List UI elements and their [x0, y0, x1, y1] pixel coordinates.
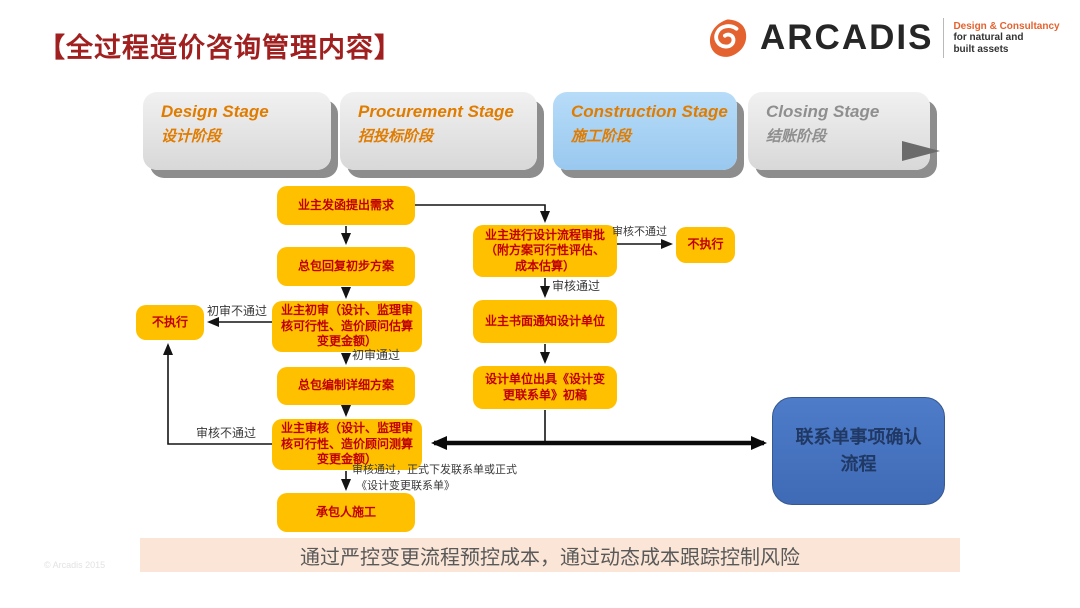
stage-procurement-zh: 招投标阶段	[358, 128, 434, 145]
flow-node-owner-preliminary-review: 业主初审（设计、监理审核可行性、造价顾问估算变更金额）	[272, 301, 422, 352]
stage-closing-en: Closing Stage	[766, 102, 880, 121]
edge-label-review-fail-right: 审核不通过	[612, 226, 667, 238]
stage-closing-zh: 结账阶段	[766, 128, 827, 145]
page-title: 【全过程造价咨询管理内容】	[38, 33, 402, 64]
stage-design-en: Design Stage	[161, 102, 269, 121]
edge-label-review-pass-issue-line2: 《设计变更联系单》	[356, 480, 455, 492]
flow-node-designer-draft: 设计单位出具《设计变更联系单》初稿	[473, 366, 617, 409]
stage-procurement-en: Procurement Stage	[358, 102, 514, 121]
flow-node-not-execute-left: 不执行	[136, 305, 204, 340]
stage-banner-construction: Construction Stage 施工阶段	[553, 92, 737, 170]
footer-banner: 通过严控变更流程预控成本，通过动态成本跟踪控制风险	[140, 538, 960, 572]
edge-label-preliminary-fail: 初审不通过	[207, 304, 268, 318]
flow-node-owner-notify-designer: 业主书面通知设计单位	[473, 300, 617, 343]
flow-node-not-execute-right: 不执行	[676, 227, 735, 263]
stage-design-zh: 设计阶段	[161, 128, 222, 145]
flow-node-owner-design-approval: 业主进行设计流程审批（附方案可行性评估、成本估算）	[473, 225, 617, 277]
flow-node-owner-request: 业主发函提出需求	[277, 186, 415, 225]
copyright-watermark: © Arcadis 2015	[44, 560, 106, 570]
edge-label-review-pass-right: 审核通过	[552, 279, 601, 293]
stage-banner-design: Design Stage 设计阶段	[143, 92, 331, 170]
stage-construction-en: Construction Stage	[571, 102, 728, 121]
arcadis-logo: ARCADIS Design & Consultancy for natural…	[706, 18, 1060, 58]
edge-label-review-fail-left: 审核不通过	[196, 426, 257, 440]
edge-label-preliminary-pass: 初审通过	[352, 348, 401, 362]
arcadis-brand-text: ARCADIS	[760, 18, 934, 57]
logo-tagline-line1: Design & Consultancy	[953, 20, 1060, 32]
stage-construction-zh: 施工阶段	[571, 128, 632, 145]
edge-label-review-pass-issue-line1: 审核通过，正式下发联系单或正式	[352, 464, 517, 476]
logo-tagline: Design & Consultancy for natural and bui…	[953, 21, 1059, 56]
logo-divider	[943, 18, 945, 58]
flow-node-owner-review: 业主审核（设计、监理审核可行性、造价顾问测算变更金额）	[272, 419, 422, 470]
edge-label-review-pass-issue: 审核通过，正式下发联系单或正式 《设计变更联系单》	[352, 461, 517, 493]
flow-node-gc-preliminary-reply: 总包回复初步方案	[277, 247, 415, 286]
arcadis-flame-icon	[709, 19, 747, 57]
flow-node-gc-detailed-plan: 总包编制详细方案	[277, 367, 415, 405]
stage-banner-procurement: Procurement Stage 招投标阶段	[340, 92, 537, 170]
flow-node-contact-sheet-process: 联系单事项确认流程	[772, 397, 945, 505]
logo-tagline-line2: for natural and	[953, 32, 1024, 44]
flow-node-contractor-construction: 承包人施工	[277, 493, 415, 532]
stage-banner-closing: Closing Stage 结账阶段	[748, 92, 930, 170]
logo-tagline-line3: built assets	[953, 43, 1009, 55]
